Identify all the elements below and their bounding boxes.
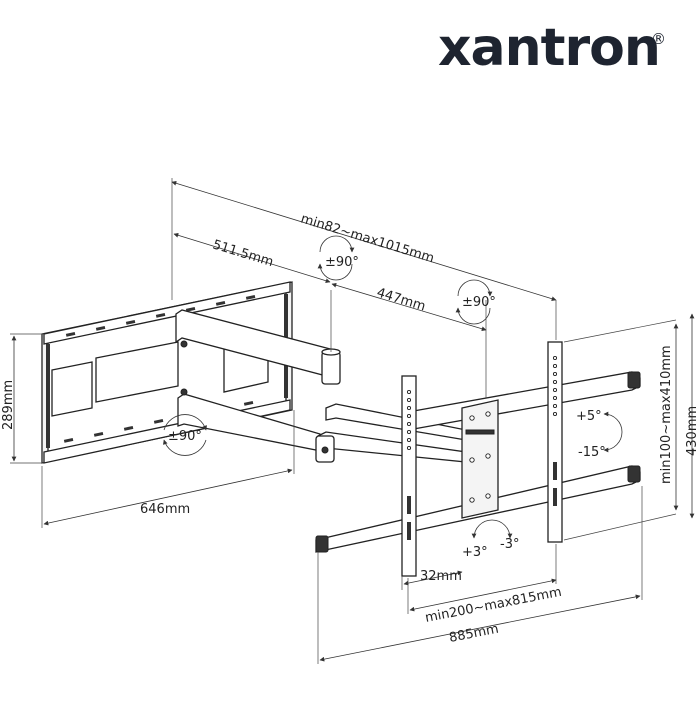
label-swivel-top-1: ±90° xyxy=(325,255,359,270)
label-bracket-height: 430mm xyxy=(685,406,700,456)
label-level-plus: +3° xyxy=(462,545,488,560)
registered-mark: ® xyxy=(651,30,666,48)
label-level-minus: -3° xyxy=(500,537,519,552)
wall-plate-top-slots xyxy=(65,294,256,337)
label-arm-segment-1: 511.5mm xyxy=(211,237,275,270)
label-bracket-width: 885mm xyxy=(448,622,500,646)
rotation-labels: ±90° ±90° ±90° +5° -15° +3° -3° xyxy=(168,255,606,560)
label-tilt-up: +5° xyxy=(576,409,602,424)
label-bracket-depth: 32mm xyxy=(420,569,462,584)
label-arm-segment-2: 447mm xyxy=(375,285,427,314)
label-swivel-wall: ±90° xyxy=(168,429,202,444)
label-vesa-vertical: min100~max410mm xyxy=(659,345,674,484)
tv-bracket xyxy=(315,341,641,577)
right-vertical-holes xyxy=(552,355,558,506)
label-arm-range: min82~max1015mm xyxy=(299,211,436,266)
left-vertical-holes xyxy=(406,389,412,540)
dimension-lines xyxy=(10,178,695,664)
label-vesa-horizontal: min200~max815mm xyxy=(424,585,563,626)
label-swivel-top-2: ±90° xyxy=(462,295,496,310)
brand-logo: xantron xyxy=(438,18,661,78)
swing-arms xyxy=(175,290,467,463)
label-wall-plate-width: 646mm xyxy=(140,502,190,517)
label-wall-plate-height: 289mm xyxy=(1,380,16,430)
label-tilt-down: -15° xyxy=(578,445,606,460)
